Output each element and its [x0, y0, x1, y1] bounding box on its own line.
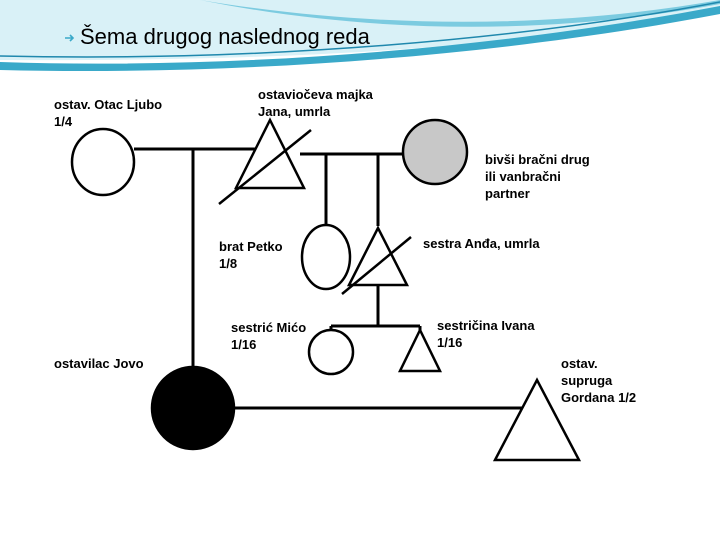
label-bivsi: bivši bračni drug ili vanbračni partner [485, 151, 590, 202]
label-anda: sestra Anđa, umrla [423, 235, 540, 252]
label-majka: ostaviočeva majka Jana, umrla [258, 86, 373, 120]
label-ivana: sestričina Ivana 1/16 [437, 317, 535, 351]
person-mico-symbol [309, 330, 353, 374]
person-petko-symbol [302, 225, 350, 289]
person-majka-symbol [236, 120, 304, 188]
person-ivana-symbol [400, 330, 440, 371]
label-gordana: ostav. supruga Gordana 1/2 [561, 355, 636, 406]
label-petko: brat Petko 1/8 [219, 238, 283, 272]
label-otac: ostav. Otac Ljubo 1/4 [54, 96, 162, 130]
person-anda-symbol [349, 228, 407, 285]
person-jovo-symbol [152, 367, 234, 449]
person-otac-symbol [72, 129, 134, 195]
label-jovo: ostavilac Jovo [54, 355, 144, 372]
person-bivsi-symbol [403, 120, 467, 184]
label-mico: sestrić Mićo 1/16 [231, 319, 306, 353]
